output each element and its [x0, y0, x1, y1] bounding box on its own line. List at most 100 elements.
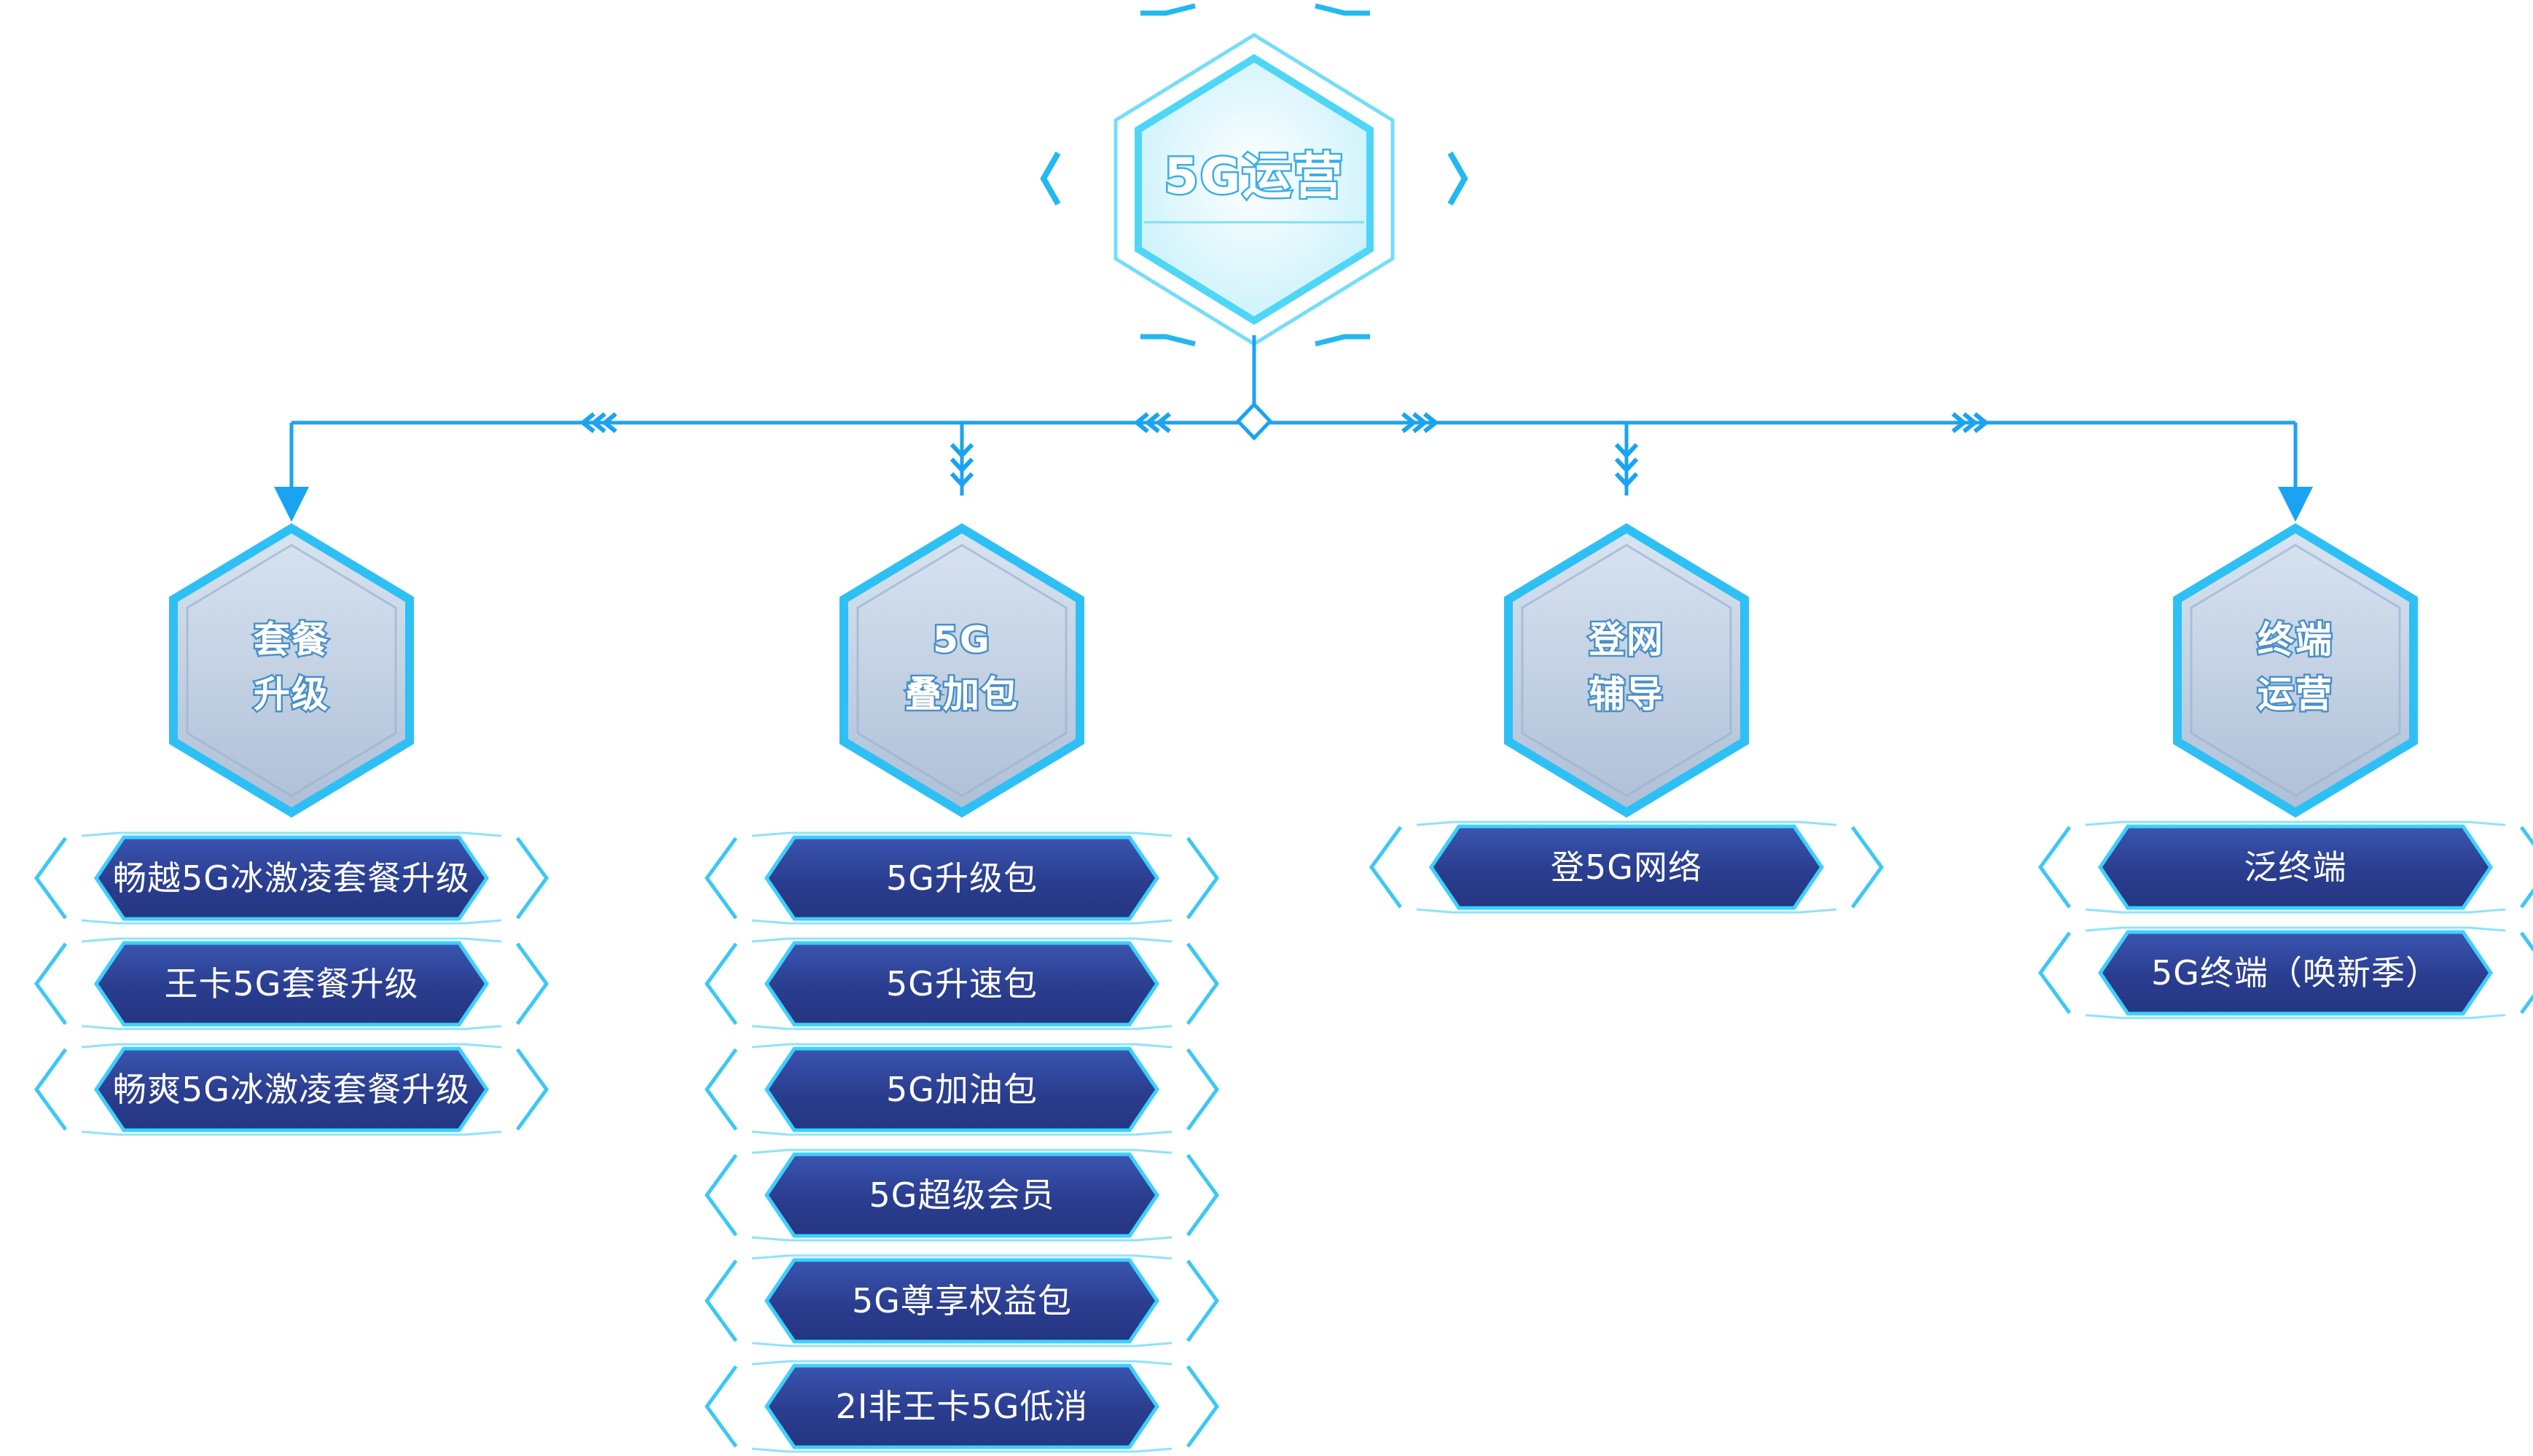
pill-frame	[1416, 908, 1837, 914]
pill-shape	[93, 941, 490, 1027]
leaf-item[interactable]: 泛终端	[2037, 821, 2533, 914]
bracket-left-icon	[2037, 826, 2072, 909]
circuit-pattern	[856, 544, 1068, 797]
leaf-item-label: 5G升级包	[886, 858, 1038, 898]
bracket-right-icon	[2519, 931, 2533, 1014]
category-label-line2: 升级	[254, 673, 329, 716]
leaf-item-label: 登5G网络	[1551, 848, 1702, 887]
bracket-right-icon	[1850, 826, 1884, 909]
bracket-left-icon	[704, 1154, 738, 1237]
pill-frame	[81, 919, 502, 925]
diamond-node-icon	[1235, 402, 1273, 441]
pill-frame	[751, 1236, 1172, 1242]
bracket-right-icon	[1186, 1365, 1220, 1448]
bracket-right-icon	[1186, 942, 1220, 1025]
leaf-item-label: 5G终端（唤新季）	[2151, 953, 2440, 993]
circuit-pattern	[186, 544, 397, 797]
bracket-left-icon	[704, 1259, 738, 1342]
bracket-right-icon	[1186, 837, 1220, 920]
category-label-line1: 套餐	[254, 619, 329, 661]
root-node[interactable]: 5G运营	[1040, 3, 1468, 347]
pill-frame	[2085, 821, 2506, 826]
triple-chevron-icon	[579, 412, 1989, 488]
pill-frame	[751, 1043, 1172, 1049]
pill-shape	[93, 1046, 490, 1132]
pill-frame	[2085, 926, 2506, 932]
bracket-left-icon	[704, 942, 738, 1025]
pill-shape	[93, 835, 490, 921]
bracket-left-icon	[704, 1048, 738, 1131]
category-hexagon	[839, 522, 1084, 818]
pill-shape	[764, 835, 1160, 921]
leaf-item[interactable]: 5G超级会员	[704, 1148, 1220, 1242]
pill-shape	[764, 1258, 1160, 1344]
bracket-right-icon	[515, 942, 549, 1025]
bracket-right-icon	[1186, 1154, 1220, 1237]
leaf-item-label: 畅越5G冰激凌套餐升级	[113, 858, 470, 898]
leaf-item[interactable]: 王卡5G套餐升级	[34, 937, 549, 1030]
category-hexagon	[2173, 522, 2418, 818]
category-label-line2: 运营	[2258, 673, 2333, 716]
leaf-item-label: 畅爽5G冰激凌套餐升级	[113, 1070, 470, 1109]
bracket-left-icon	[704, 1365, 738, 1448]
pill-frame	[751, 1342, 1172, 1347]
leaf-item[interactable]: 2I非王卡5G低消	[704, 1360, 1220, 1453]
bracket-right-icon	[515, 1048, 549, 1131]
category-node[interactable]: 5G 叠加包	[839, 522, 1084, 818]
pill-shape	[764, 1046, 1160, 1132]
category-label-line2: 辅导	[1589, 673, 1664, 716]
root-label: 5G运营	[1164, 148, 1344, 206]
circuit-pattern	[2190, 544, 2401, 797]
bracket-right-icon	[2519, 826, 2533, 909]
leaf-item[interactable]: 5G终端（唤新季）	[2037, 926, 2533, 1019]
pill-frame	[81, 937, 502, 943]
category-label-line2: 叠加包	[905, 673, 1019, 716]
pill-shape	[764, 1363, 1160, 1449]
bracket-right-icon	[1186, 1048, 1220, 1131]
category-node[interactable]: 套餐升级	[169, 522, 414, 818]
category-label-line1: 5G	[933, 619, 991, 661]
pill-shape	[1428, 824, 1825, 910]
pill-frame	[751, 1360, 1172, 1366]
pill-shape	[2097, 824, 2494, 910]
leaf-item[interactable]: 5G升级包	[704, 831, 1220, 925]
pill-frame	[751, 937, 1172, 943]
category-label-line1: 终端	[2258, 619, 2333, 661]
circuit-pattern	[1521, 544, 1732, 797]
leaf-item[interactable]: 畅爽5G冰激凌套餐升级	[34, 1043, 549, 1136]
leaf-item[interactable]: 5G升速包	[704, 937, 1220, 1030]
pill-frame	[751, 831, 1172, 837]
leaf-item[interactable]: 5G加油包	[704, 1043, 1220, 1136]
leaf-item-label: 5G升速包	[886, 964, 1038, 1003]
bracket-left-icon	[34, 1048, 68, 1131]
leaf-item-label: 王卡5G套餐升级	[165, 964, 419, 1003]
pill-shape	[764, 941, 1160, 1027]
category-hexagon	[1504, 522, 1749, 818]
leaf-item[interactable]: 登5G网络	[1369, 821, 1884, 914]
bracket-left-icon	[34, 837, 68, 920]
leaf-item[interactable]: 5G尊享权益包	[704, 1254, 1220, 1347]
pill-frame	[81, 1043, 502, 1049]
arrow-down-icon	[274, 487, 2313, 522]
bracket-right-icon	[1186, 1259, 1220, 1342]
leaf-item-label: 5G尊享权益包	[852, 1281, 1072, 1320]
leaf-item-label: 2I非王卡5G低消	[836, 1387, 1089, 1426]
bracket-right-icon	[515, 837, 549, 920]
pill-frame	[2085, 1014, 2506, 1019]
pill-frame	[751, 1025, 1172, 1030]
pill-frame	[751, 1148, 1172, 1154]
pill-frame	[1416, 821, 1837, 826]
pill-frame	[751, 1447, 1172, 1453]
pill-shape	[2097, 930, 2494, 1016]
pill-frame	[751, 919, 1172, 925]
leaf-item-label: 5G加油包	[886, 1070, 1038, 1109]
leaf-item[interactable]: 畅越5G冰激凌套餐升级	[34, 831, 549, 925]
pill-frame	[2085, 908, 2506, 914]
bracket-left-icon	[34, 942, 68, 1025]
bracket-left-icon	[2037, 931, 2072, 1014]
pill-frame	[81, 831, 502, 837]
bracket-left-icon	[1369, 826, 1403, 909]
